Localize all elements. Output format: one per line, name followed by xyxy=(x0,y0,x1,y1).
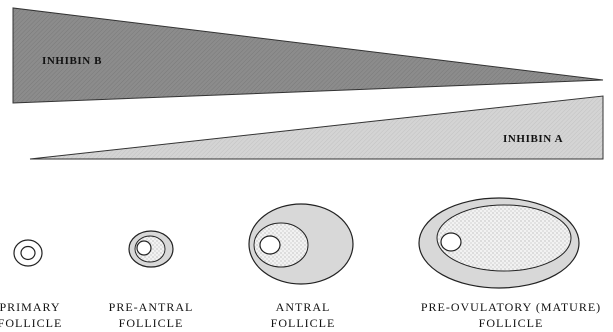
pre-ovulatory-follicle xyxy=(419,198,579,288)
stage-label-antral-line1: ANTRAL xyxy=(276,300,331,314)
stage-label-antral-line2: FOLLICLE xyxy=(271,316,336,330)
pre-ovulatory-oocyte xyxy=(441,233,461,251)
inhibin-a-label: INHIBIN A xyxy=(503,133,563,145)
antral-oocyte xyxy=(260,236,280,254)
pre-antral-oocyte xyxy=(137,241,151,255)
stage-label-pre-antral-line2: FOLLICLE xyxy=(119,316,184,330)
stage-label-pre-ovulatory-line2: FOLLICLE xyxy=(479,316,544,330)
inhibin-b-bar: INHIBIN B xyxy=(13,8,603,103)
primary-oocyte xyxy=(21,247,35,260)
inhibin-a-bar: INHIBIN A xyxy=(30,96,603,159)
stage-label-pre-ovulatory-line1: PRE-OVULATORY (MATURE) xyxy=(421,300,601,314)
primary-follicle xyxy=(14,240,42,266)
stage-label-primary-line1: PRIMARY xyxy=(0,300,61,314)
pre-antral-follicle xyxy=(129,231,173,267)
inhibin-b-label: INHIBIN B xyxy=(42,55,102,67)
stage-label-primary-line2: FOLLICLE xyxy=(0,316,62,330)
inhibin-a-wedge xyxy=(30,96,603,159)
antral-follicle xyxy=(249,204,353,284)
stage-label-pre-antral-line1: PRE-ANTRAL xyxy=(109,300,194,314)
